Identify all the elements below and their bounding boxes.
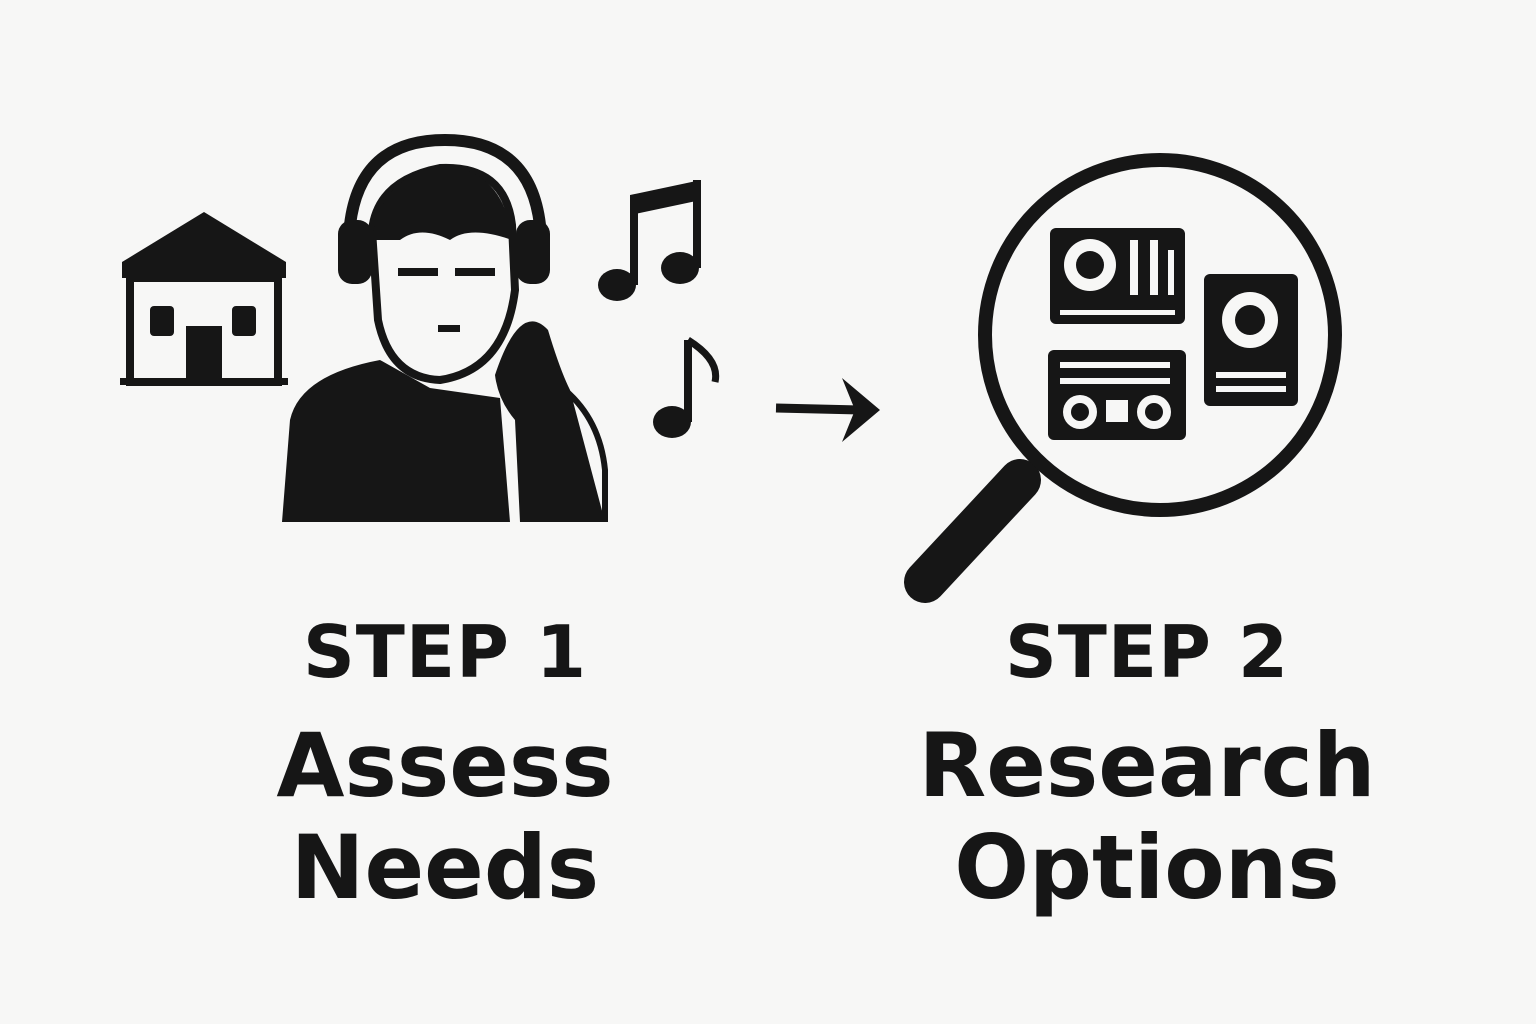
- person-with-headphones-icon: [282, 133, 608, 522]
- house-icon: [120, 212, 288, 386]
- step-2-label: STEP 2: [1004, 610, 1290, 694]
- step-1-title: Assess Needs: [145, 715, 745, 919]
- arrow-right-icon: [775, 378, 880, 442]
- step-1-title-line-1: Assess: [276, 714, 614, 817]
- step-1-title-line-2: Needs: [290, 816, 600, 919]
- music-notes-icon: [598, 180, 720, 438]
- magnifier-over-dj-equipment-icon: [904, 153, 1342, 603]
- step-2-title-line-2: Options: [954, 816, 1340, 919]
- step-2-title-line-1: Research: [918, 714, 1376, 817]
- step-2-title: Research Options: [847, 715, 1447, 919]
- step-1-label: STEP 1: [302, 610, 588, 694]
